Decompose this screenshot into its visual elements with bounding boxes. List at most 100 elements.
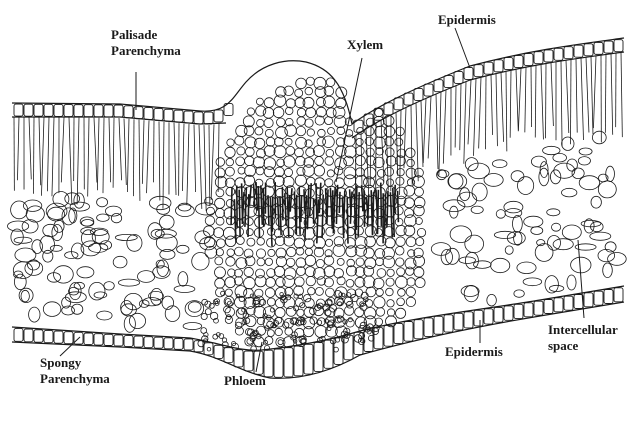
palisade-cell <box>400 110 401 195</box>
spongy-cell <box>431 243 450 256</box>
palisade-cell <box>139 120 140 201</box>
palisade-cell <box>464 82 466 164</box>
spongy-cell <box>97 311 112 320</box>
spongy-cell <box>89 243 108 252</box>
palisade-cell <box>142 120 144 184</box>
bundle-cell <box>395 138 403 146</box>
palisade-cell <box>510 70 511 138</box>
bundle-cell <box>285 138 292 145</box>
bundle-cell <box>304 327 314 337</box>
palisade-cell <box>428 96 431 158</box>
xylem-vessel <box>347 197 348 243</box>
palisade-cell <box>52 117 54 196</box>
bundle-cell <box>286 258 295 267</box>
bundle-cell <box>217 239 226 248</box>
bundle-cell <box>355 147 364 156</box>
bundle-cell <box>376 258 384 266</box>
bundle-cell <box>318 129 326 137</box>
lower-epidermis-cell <box>404 321 413 341</box>
bundle-cell <box>386 179 393 186</box>
bundle-cell <box>387 269 394 276</box>
upper-epidermis-cell <box>174 110 183 122</box>
bundle-cell <box>365 300 373 308</box>
lower-epidermis-cell <box>614 288 623 302</box>
palisade-cell <box>591 56 593 134</box>
bundle-cell <box>284 168 292 176</box>
upper-epidermis-cell <box>564 47 573 59</box>
bundle-cell <box>385 137 394 146</box>
spongy-cell <box>160 215 175 229</box>
bundle-cell <box>387 309 394 316</box>
xylem-vessel <box>239 190 240 237</box>
lower-epidermis-cell <box>104 334 113 345</box>
bundle-cell <box>404 185 415 196</box>
lower-epidermis-cell <box>504 306 513 320</box>
xylem-vessel <box>378 190 379 234</box>
spongy-cell <box>77 267 94 278</box>
spongy-cell <box>50 245 62 251</box>
bundle-cell <box>385 167 394 176</box>
bundle-cell <box>305 87 313 95</box>
lower-epidermis-cell <box>464 312 473 328</box>
bundle-cell <box>284 156 295 167</box>
spongy-cell <box>554 163 575 178</box>
upper-epidermis-cell <box>554 48 563 60</box>
bundle-cell <box>326 288 335 297</box>
bundle-cell <box>396 127 405 136</box>
spongy-cell <box>156 234 177 251</box>
xylem-vessel <box>304 189 305 211</box>
lower-epidermis-cell <box>174 338 183 349</box>
bundle-cell <box>214 228 224 238</box>
bundle-cell <box>266 278 276 288</box>
palisade-cell <box>211 124 214 200</box>
palisade-cell <box>455 86 456 148</box>
spongy-cell <box>113 256 127 268</box>
palisade-cell <box>561 61 562 146</box>
bundle-cell <box>305 248 312 255</box>
xylem-vessel <box>290 188 292 212</box>
xylem-vessel <box>280 197 281 236</box>
upper-epidermis-cell <box>474 65 483 77</box>
bundle-cell <box>406 287 415 296</box>
spongy-cell <box>129 313 145 328</box>
bundle-cell <box>296 78 307 89</box>
lower-epidermis-cell <box>474 310 483 326</box>
upper-epidermis-cell <box>484 62 493 74</box>
bundle-cell <box>277 118 286 127</box>
bundle-cell <box>414 205 425 216</box>
bundle-cell <box>273 107 284 118</box>
spongy-cell <box>496 210 505 219</box>
spongy-cell <box>43 302 61 317</box>
palisade-cell <box>506 71 507 151</box>
palisade-cell <box>133 119 134 196</box>
phloem-cell <box>267 321 273 327</box>
upper-epidermis-cell <box>394 98 403 110</box>
phloem-cell <box>339 293 343 297</box>
spongy-cell <box>539 168 549 186</box>
bundle-cell <box>386 278 394 286</box>
spongy-cell <box>92 230 109 245</box>
bundle-cell <box>306 276 315 285</box>
palisade-cell <box>174 123 176 195</box>
bundle-cell <box>316 107 326 117</box>
palisade-cell <box>570 59 571 144</box>
xylem-vessel <box>307 185 308 230</box>
upper-epidermis-cell <box>104 105 113 117</box>
lower-epidermis-cell <box>144 337 153 348</box>
bundle-cell <box>226 257 235 266</box>
spongy-cell <box>562 188 577 197</box>
lower-epidermis-cell <box>124 336 133 347</box>
bundle-cell <box>297 167 305 175</box>
spongy-cell <box>69 283 81 300</box>
bundle-cell <box>326 149 334 157</box>
bundle-cell <box>227 249 234 256</box>
spongy-cell <box>148 223 162 240</box>
palisade-cell <box>182 124 184 191</box>
spongy-cell <box>591 196 601 208</box>
palisade-cell <box>187 124 189 205</box>
bundle-cell <box>284 268 296 280</box>
bundle-cell <box>267 269 276 278</box>
bundle-cell <box>274 137 283 146</box>
bundle-cell <box>295 148 304 157</box>
upper-epidermis-cell <box>604 41 613 53</box>
